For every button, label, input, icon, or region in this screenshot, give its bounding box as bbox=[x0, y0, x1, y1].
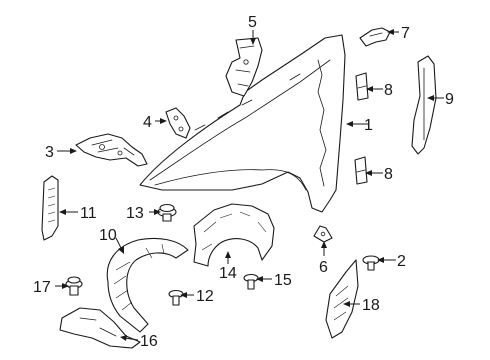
clip-part-13 bbox=[157, 203, 177, 222]
screw-part-12 bbox=[168, 289, 184, 306]
trim-panel-part-18 bbox=[325, 259, 359, 339]
screw-part-15 bbox=[243, 273, 259, 290]
callout-13: 13 bbox=[126, 205, 144, 222]
bracket-part-3 bbox=[75, 133, 148, 167]
callout-10: 10 bbox=[99, 227, 117, 244]
callout-15: 15 bbox=[274, 272, 292, 289]
callout-6: 6 bbox=[319, 259, 328, 276]
callout-18: 18 bbox=[362, 297, 380, 314]
wheel-liner-part-10 bbox=[106, 237, 189, 333]
callout-4: 4 bbox=[143, 114, 152, 131]
callout-14: 14 bbox=[219, 265, 237, 282]
callout-3: 3 bbox=[45, 144, 54, 161]
bracket-part-4 bbox=[165, 107, 191, 139]
leader-lines bbox=[55, 29, 444, 341]
bracket-part-7 bbox=[359, 27, 391, 47]
fender-panel bbox=[139, 34, 346, 213]
nut-part-8-lower bbox=[354, 156, 368, 185]
callout-8-lower: 8 bbox=[384, 166, 393, 183]
seal-part-9 bbox=[411, 55, 437, 155]
callout-8-upper: 8 bbox=[384, 82, 393, 99]
callout-2: 2 bbox=[397, 253, 406, 270]
callout-11: 11 bbox=[80, 205, 97, 222]
clip-part-17 bbox=[65, 276, 83, 296]
nut-part-8-upper bbox=[355, 72, 369, 101]
inner-liner-part-14 bbox=[193, 203, 275, 267]
bracket-part-5 bbox=[225, 37, 263, 97]
callout-1: 1 bbox=[364, 117, 373, 134]
callout-5: 5 bbox=[248, 14, 257, 31]
clip-part-2 bbox=[362, 255, 380, 271]
callout-9: 9 bbox=[445, 91, 454, 108]
callout-7: 7 bbox=[401, 25, 410, 42]
callout-17: 17 bbox=[33, 279, 51, 296]
callout-16: 16 bbox=[140, 333, 158, 350]
callout-12: 12 bbox=[196, 288, 214, 305]
vent-part-11 bbox=[41, 175, 59, 241]
bracket-part-6 bbox=[313, 225, 333, 243]
under-shield-part-16 bbox=[59, 307, 141, 349]
